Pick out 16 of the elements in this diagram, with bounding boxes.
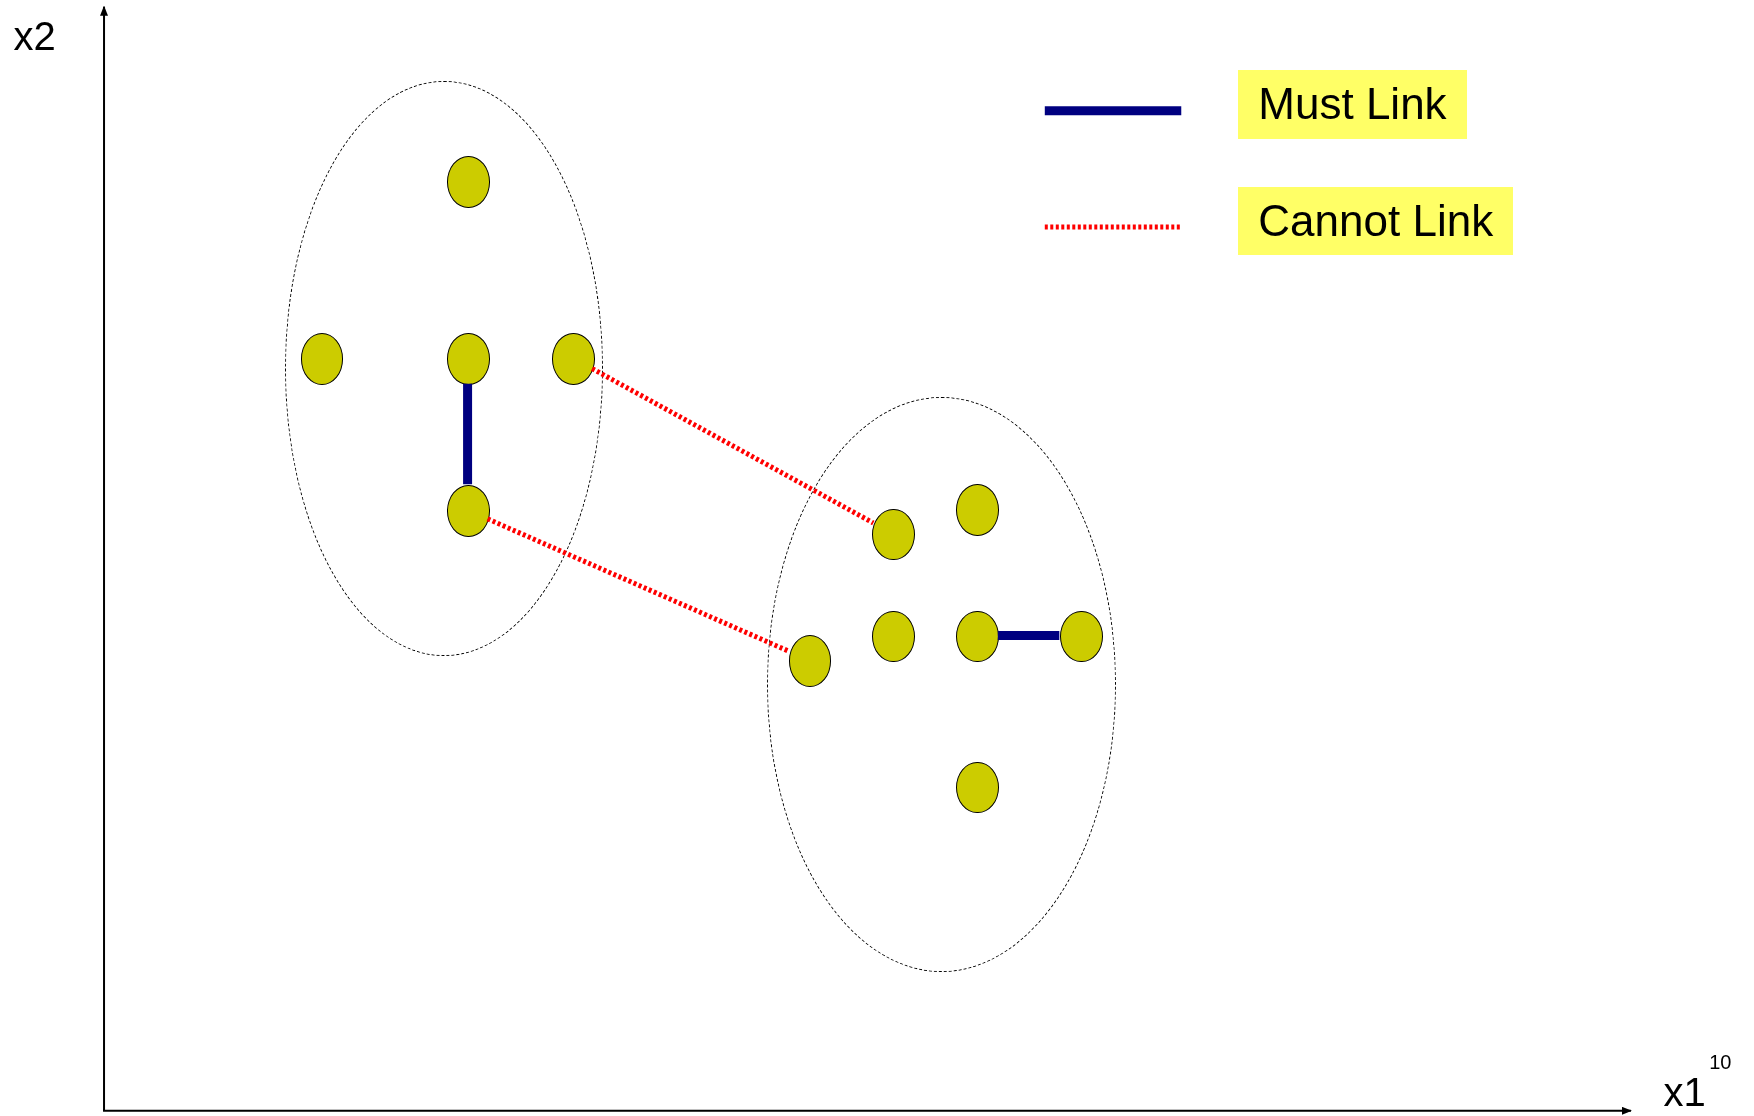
must-link-line [997,630,1060,640]
data-point [447,333,490,385]
axis-label: x1 [1663,1071,1706,1112]
cannot-link-line [486,516,790,654]
data-point [956,484,999,536]
must-link-line [463,383,473,485]
axis-label: x2 [13,15,56,56]
data-point [447,156,490,208]
page-number: 10 [1709,1051,1732,1072]
data-point [300,333,344,385]
legend-label: Cannot Link [1238,186,1514,256]
cannot-link-line [590,366,875,526]
data-point [788,635,831,687]
data-point [552,333,595,385]
legend-label: Must Link [1238,70,1467,139]
data-point [447,485,490,537]
